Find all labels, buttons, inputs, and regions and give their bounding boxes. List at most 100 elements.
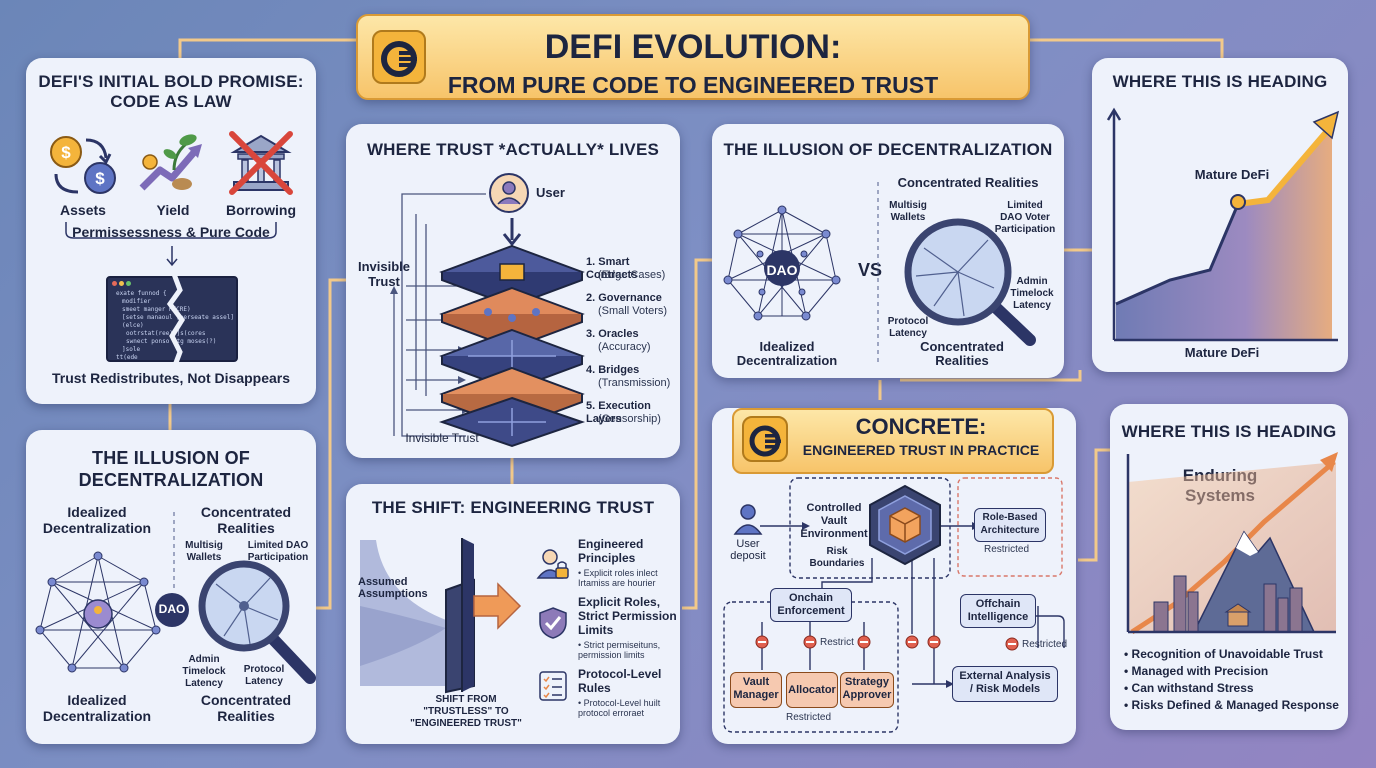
code-line: smeet manger RECRE) — [122, 306, 191, 313]
roles-restricted-label: Restricted — [786, 712, 832, 723]
limited-voter-label-2: DAO Voter — [1000, 212, 1050, 223]
offchain-intelligence-box — [960, 594, 1036, 628]
user-deposit-label: User — [736, 538, 760, 550]
shift-wall-graphic — [360, 538, 522, 694]
vault-env-label-2: Vault — [820, 515, 848, 527]
protocol-latency-label-2: Latency — [889, 328, 927, 339]
page-title: DEFI EVOLUTION: — [544, 28, 842, 66]
mature-defi-marker-label: Mature DeFi — [1194, 167, 1270, 182]
mature-defi-bottom-label: Mature DeFi — [1184, 345, 1260, 360]
multisig-label-b2: Wallets — [186, 552, 222, 563]
panel-heading-bottom: WHERE THIS IS HEADING Enduring Systems •… — [1110, 404, 1348, 730]
crack-icon — [166, 273, 186, 369]
shift-title: THE SHIFT: ENGINEERING TRUST — [371, 498, 655, 517]
growth-chart — [1106, 107, 1340, 342]
permission-text: Permissessness & Pure Code — [72, 224, 270, 240]
trust-user-label: User — [536, 185, 565, 200]
dao-badge: DAO — [766, 262, 798, 278]
concentrated-footer: Concentrated — [200, 692, 292, 708]
dao-badge-2: DAO — [158, 602, 186, 616]
layer-detail-bridges: (Transmission) — [598, 377, 671, 389]
title-banner: DEFI EVOLUTION: FROM PURE CODE TO ENGINE… — [356, 14, 1030, 100]
offchain-label: Offchain — [975, 598, 1021, 610]
heading-bottom-title: WHERE THIS IS HEADING — [1121, 422, 1337, 441]
invisible-trust-bottom-label: Invisible Trust — [405, 431, 479, 445]
user-deposit-label-2: deposit — [730, 550, 766, 562]
shift-item-1-detail: • Explicit roles inlect — [578, 568, 658, 578]
admin-timelock-label-3: Latency — [1013, 300, 1051, 311]
admin-timelock-label: Admin — [1016, 276, 1048, 287]
panel-heading-top: WHERE THIS IS HEADING Mature DeFi Mature… — [1092, 58, 1348, 372]
magnifier-cracked-icon — [904, 218, 1036, 346]
panel-concrete: CONCRETE: ENGINEERED TRUST IN PRACTICE U… — [712, 408, 1076, 744]
offchain-restricted-label: Restricted — [1022, 639, 1068, 650]
protocol-latency-label-b: Protocol — [243, 664, 285, 675]
bank-crossed-icon — [229, 131, 293, 195]
promise-title-line2: CODE AS LAW — [110, 92, 232, 111]
panel-illusion-bottom: THE ILLUSION OF DECENTRALIZATION Idealiz… — [26, 430, 316, 744]
shift-caption-2: "TRUSTLESS" TO — [423, 706, 509, 717]
svg-text:$: $ — [61, 143, 71, 162]
vault-hexagon-icon — [869, 484, 941, 566]
admin-timelock-label-2: Timelock — [1010, 288, 1054, 299]
idealized-label-2: Decentralization — [736, 353, 838, 368]
limited-dao-label: Limited DAO — [247, 540, 309, 551]
external-analysis-box — [952, 666, 1058, 702]
restrict-label: Restrict — [820, 637, 854, 648]
role-allocator-label: Allocator — [788, 684, 836, 696]
invisible-trust-label-2: Trust — [368, 274, 400, 289]
bracket-connector — [65, 222, 277, 239]
promise-icon-label-yield: Yield — [156, 202, 190, 218]
promise-footer: Trust Redistributes, Not Disappears — [51, 370, 291, 386]
heading-bullet-3: • Can withstand Stress — [1124, 681, 1254, 695]
magnifier-cracked-icon-2 — [198, 560, 316, 684]
page-subtitle: FROM PURE CODE TO ENGINEERED TRUST — [447, 72, 939, 98]
admin-timelock-label-b3: Latency — [185, 678, 223, 689]
shift-item-3-heading-2: Rules — [578, 681, 611, 695]
risk-boundaries-label-2: Boundaries — [809, 558, 865, 569]
role-based-label: Role-Based — [982, 512, 1038, 523]
shift-item-1-heading: Engineered — [578, 537, 644, 551]
concrete-flow-lines — [723, 477, 1065, 733]
external-analysis-label-2: / Risk Models — [969, 683, 1041, 695]
admin-timelock-label-b2: Timelock — [182, 666, 226, 677]
heading-bullet-2: • Managed with Precision — [1124, 664, 1269, 678]
vault-env-label: Controlled — [806, 502, 862, 514]
panel-initial-promise: DEFI'S INITIAL BOLD PROMISE: CODE AS LAW… — [26, 58, 316, 404]
trust-lives-title: WHERE TRUST *ACTUALLY* LIVES — [366, 140, 660, 159]
svg-text:$: $ — [95, 169, 105, 188]
risk-boundaries-label: Risk — [826, 546, 848, 557]
assets-icon: $ $ — [50, 136, 116, 194]
limited-voter-label-3: Participation — [994, 224, 1056, 235]
layer-stack — [438, 218, 586, 448]
user-lock-icon — [536, 549, 569, 579]
layer-smart-contracts — [439, 244, 585, 308]
decentralized-network-icon-2 — [35, 551, 161, 673]
shift-item-2-heading-3: Limits — [578, 623, 614, 637]
offchain-label-2: Intelligence — [967, 611, 1029, 623]
limited-voter-label: Limited — [1007, 200, 1043, 211]
code-line: swnect ponso ntg moses(?) — [126, 338, 217, 345]
promise-icon-label-borrowing: Borrowing — [226, 202, 296, 218]
multisig-label-b: Multisig — [185, 540, 223, 551]
concrete-logo-icon — [742, 416, 788, 462]
role-based-label-2: Architecture — [980, 525, 1040, 536]
shift-item-2-heading: Explicit Roles, — [578, 595, 661, 609]
onchain-label: Onchain — [788, 592, 833, 604]
shift-item-1-detail-2: Irtamiss are hourier — [578, 578, 656, 588]
multisig-label: Multisig — [889, 200, 927, 211]
user-avatar-icon — [489, 173, 529, 213]
idealized-heading-2: Decentralization — [42, 520, 152, 536]
mountain-city-graphic — [1126, 452, 1338, 635]
shift-item-2-detail-2: permission limits — [578, 650, 645, 660]
code-line: ootrstat(ree) ]s(cores — [126, 330, 206, 337]
role-box-strategy-approver — [840, 672, 894, 708]
role-vault-manager-label: Vault — [742, 676, 770, 688]
layer-detail-governance: (Small Voters) — [598, 305, 668, 317]
broken-code-window: exate funnod { modifier smeet manger REC… — [106, 273, 238, 369]
concentrated-label-2: Realities — [935, 353, 989, 368]
external-analysis-label: External Analysis — [959, 670, 1051, 682]
vs-label: VS — [858, 260, 883, 280]
shift-caption-1: SHIFT FROM — [435, 694, 497, 705]
idealized-heading: Idealized — [67, 504, 127, 520]
